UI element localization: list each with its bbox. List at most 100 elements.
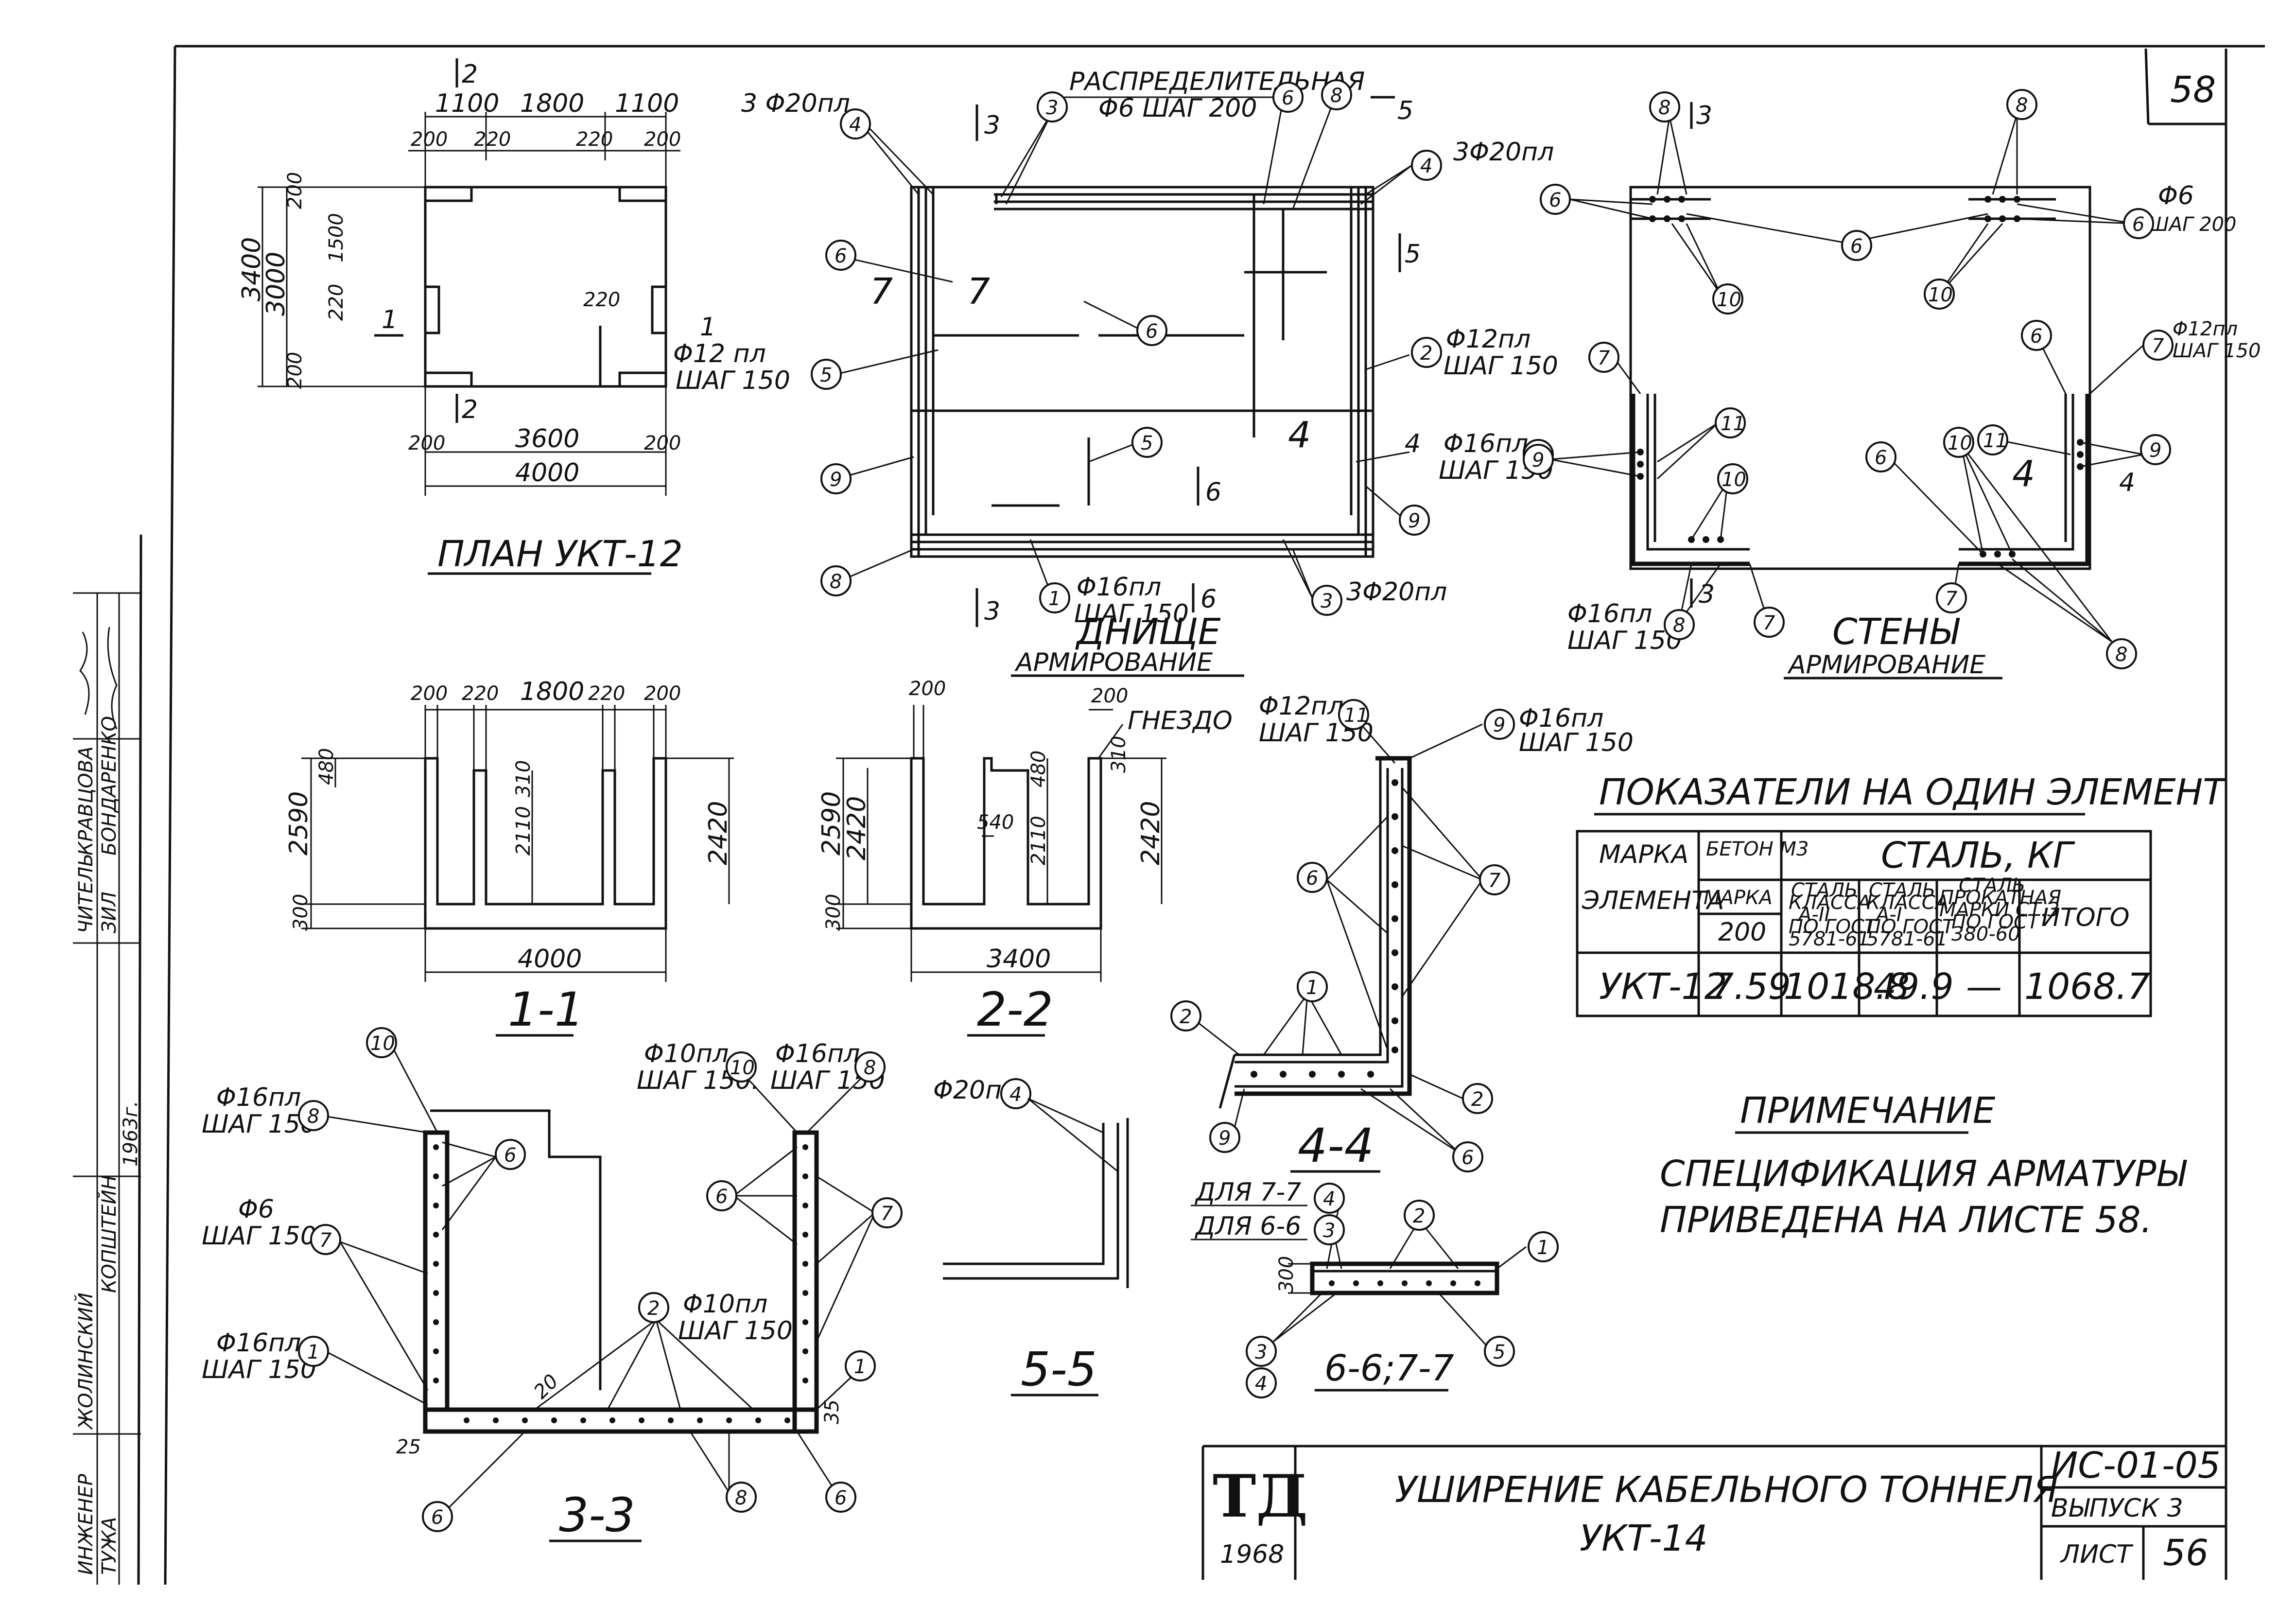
wr-f16-step: ШАГ 150 — [1567, 626, 1682, 655]
br-subtitle: АРМИРОВАНИЕ — [1014, 648, 1213, 677]
note-line1: СПЕЦИФИКАЦИЯ АРМАТУРЫ — [1660, 1153, 2187, 1195]
s33-mark-6b: 6 — [715, 1186, 728, 1208]
sheet-number: 58 — [2170, 69, 2216, 111]
plan-dim-3000: 3000 — [261, 252, 291, 316]
wr-mark-7d: 7 — [1945, 588, 1958, 610]
table-title: ПОКАЗАТЕЛИ НА ОДИН ЭЛЕМЕНТ — [1599, 771, 2227, 813]
tb-code: ИС-01-05 — [2051, 1445, 2221, 1486]
stamp-year: 1963г. — [120, 1100, 142, 1167]
plan-dim-200d: 200 — [284, 352, 306, 389]
plan-dim-3600: 3600 — [515, 424, 579, 454]
note-block: ПРИМЕЧАНИЕ СПЕЦИФИКАЦИЯ АРМАТУРЫ ПРИВЕДЕ… — [1660, 1090, 2187, 1241]
s66-dim-300: 300 — [1275, 1256, 1298, 1293]
tb-sheet-label: ЛИСТ — [2060, 1540, 2134, 1569]
plan-sec-2-bot: 2 — [462, 395, 478, 424]
plan-dim-1800: 1800 — [520, 89, 584, 118]
stamp-r2: ЗИЛ — [98, 891, 121, 933]
s44-mark-2b: 2 — [1471, 1088, 1483, 1111]
s66-title: 6-6;7-7 — [1324, 1347, 1454, 1389]
s11-dim-220a: 220 — [462, 682, 499, 705]
wr-sec-4a: 4 — [2012, 453, 2035, 495]
s11-dim-2590: 2590 — [284, 791, 313, 856]
s22-dim-300: 300 — [822, 894, 845, 931]
br-sec-4a: 4 — [1288, 414, 1311, 456]
br-mark-8b: 8 — [830, 571, 842, 593]
side-stamp: ЧИТЕЛЬ КРАВЦОВА ЗИЛ БОНДАРЕНКО ЖОЛИНСКИЙ… — [73, 592, 142, 1585]
plan-dim-220c: 220 — [325, 284, 348, 321]
s11-dim-2110: 2110 — [512, 806, 535, 856]
br-mark-6a: 6 — [1282, 87, 1294, 109]
th-mark: МАРКА — [1599, 840, 1688, 869]
s44-f16-step: ШАГ 150 — [1519, 728, 1634, 757]
s22-note-socket: ГНЕЗДО — [1128, 706, 1233, 735]
td-a1: 49.9 — [1874, 966, 1954, 1008]
br-f16-b-step: ШАГ 150 — [1074, 599, 1189, 629]
wr-mark-11a: 11 — [1721, 413, 1745, 435]
th-c1-1: СТАЛЬ — [1791, 879, 1858, 902]
s66-mark-2: 2 — [1413, 1205, 1425, 1227]
wr-mark-6a: 6 — [1549, 189, 1561, 211]
br-sec-7b: 7 — [967, 271, 990, 313]
s44-mark-9a: 9 — [1493, 714, 1505, 736]
br-mark-8a: 8 — [1330, 85, 1342, 107]
br-mark-5b: 5 — [1141, 432, 1153, 454]
th-c1-4: ПО ГОСТ — [1789, 916, 1878, 938]
plan-dim-4000: 4000 — [515, 458, 579, 488]
s11-dim-1800: 1800 — [520, 677, 584, 706]
wr-mark-10d: 10 — [1948, 432, 1972, 454]
s33-mark-6a: 6 — [504, 1144, 516, 1167]
th-c3-3: МАРКИ СТ.3 — [1939, 899, 2060, 921]
s33-mark-6c: 6 — [835, 1487, 847, 1509]
s22-dim-2420: 2420 — [842, 796, 871, 860]
title-block: ТД 1968 УШИРЕНИЕ КАБЕЛЬНОГО ТОННЕЛЯ УКТ-… — [1201, 1445, 2226, 1580]
td-a2: 1018.8 — [1784, 966, 1910, 1008]
sheet-frame: 58 — [137, 45, 2265, 1585]
th-c1-2: КЛАССА — [1789, 891, 1871, 914]
br-note-distrib: РАСПРЕДЕЛИТЕЛЬНАЯ — [1069, 67, 1365, 96]
wr-f6: Φ6 — [2158, 181, 2194, 210]
br-f12-step: ШАГ 150 — [676, 366, 790, 395]
s44-mark-1: 1 — [1306, 977, 1318, 999]
th-element: ЭЛЕМЕНТА — [1582, 886, 1724, 915]
plan-dim-3400: 3400 — [237, 237, 266, 301]
s33-f16b-step: ШАГ 150 — [202, 1355, 316, 1384]
th-c3-5: 380-60 — [1951, 923, 2020, 945]
br-3f20-top: 3 Φ20пл — [741, 89, 850, 118]
tb-title1: УШИРЕНИЕ КАБЕЛЬНОГО ТОННЕЛЯ — [1395, 1469, 2058, 1511]
s66-mark-4b: 4 — [1255, 1373, 1267, 1395]
tb-title2: УКТ-14 — [1580, 1518, 1708, 1559]
wr-mark-7b: 7 — [2152, 335, 2164, 357]
s22-dim-200-top: 200 — [909, 678, 946, 700]
s33-mark-6d: 6 — [431, 1506, 443, 1529]
wr-mark-9a: 9 — [1532, 449, 1544, 472]
wr-mark-10a: 10 — [1717, 289, 1741, 311]
th-c2-1: СТАЛЬ — [1869, 879, 1935, 902]
br-3f20-right: 3Φ20пл — [1453, 138, 1554, 167]
plan-dim-1500: 1500 — [325, 213, 348, 262]
s33-f6-step: ШАГ 150 — [202, 1222, 316, 1251]
br-mark-2: 2 — [1420, 342, 1432, 365]
section-5-5: Φ20пл 4 5-5 — [933, 1076, 1129, 1397]
s66-for77: ДЛЯ 7-7 — [1195, 1178, 1301, 1207]
s33-f16c: Φ16пл — [775, 1039, 860, 1068]
s33-mark-8c: 8 — [735, 1487, 747, 1509]
br-sec-3-top: 3 — [984, 111, 1000, 140]
s22-dim-200-r: 200 — [1091, 685, 1128, 707]
br-sec-6a: 6 — [1205, 478, 1221, 507]
section-2-2: 200 200 ГНЕЗДО 310 2590 2420 300 480 211… — [817, 678, 1233, 1037]
wr-mark-9b: 9 — [2149, 439, 2161, 462]
wr-mark-10b: 10 — [1928, 284, 1953, 306]
s66-mark-4a: 4 — [1323, 1188, 1335, 1210]
th-concrete-grade: МАРКА — [1704, 887, 1773, 909]
wr-mark-7c: 7 — [1763, 612, 1775, 634]
plan-sec-2-top: 2 — [462, 60, 478, 89]
br-mark-4b: 4 — [1420, 155, 1432, 177]
wr-mark-11b: 11 — [1983, 430, 2008, 452]
s44-mark-6b: 6 — [1461, 1147, 1474, 1169]
s33-dim-20: 20 — [530, 1370, 563, 1404]
s33-f16a-step: ШАГ 150 — [202, 1110, 316, 1139]
br-sec-7a: 7 — [870, 271, 893, 313]
section-4-4: Φ12пл ШАГ 150 Φ16пл ШАГ 150 11 9 6 7 1 2… — [1170, 692, 1634, 1173]
s44-f16: Φ16пл — [1519, 704, 1603, 733]
